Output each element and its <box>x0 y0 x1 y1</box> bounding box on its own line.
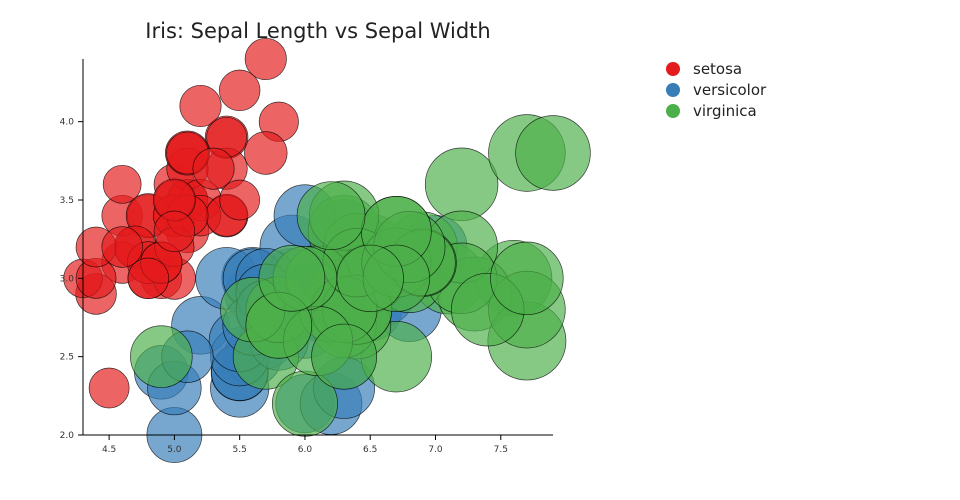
y-axis-ticks: 2.0 2.5 3.0 3.5 4.0 <box>60 118 83 441</box>
bubble-setosa-49[interactable] <box>153 210 196 253</box>
series-virginica <box>130 114 591 437</box>
bubble-setosa-45[interactable] <box>127 257 169 300</box>
x-tick-label: 5.0 <box>167 445 182 455</box>
legend-marker-virginica <box>666 104 680 118</box>
x-tick-label: 5.5 <box>233 445 247 455</box>
bubble-layer <box>63 37 591 463</box>
bubble-virginica-46[interactable] <box>311 323 378 390</box>
bubble-setosa-22[interactable] <box>102 164 142 204</box>
bubble-setosa-15[interactable] <box>244 37 287 81</box>
bubble-setosa-18[interactable] <box>244 131 288 175</box>
y-tick-label: 3.0 <box>60 274 75 284</box>
legend: setosa versicolor virginica <box>666 60 767 120</box>
series-setosa <box>63 37 299 409</box>
bubble-setosa-36[interactable] <box>219 179 261 221</box>
bubble-setosa-48[interactable] <box>192 147 235 190</box>
bubble-virginica-9[interactable] <box>424 147 499 222</box>
x-tick-label: 6.0 <box>298 445 313 455</box>
bubble-virginica-6[interactable] <box>130 325 193 388</box>
bubble-virginica-31[interactable] <box>515 115 591 191</box>
bubble-virginica-47[interactable] <box>336 244 404 312</box>
chart-title: Iris: Sepal Length vs Sepal Width <box>145 19 490 43</box>
legend-item-virginica[interactable]: virginica <box>666 102 757 120</box>
y-tick-label: 3.5 <box>60 196 74 206</box>
bubble-virginica-48[interactable] <box>296 181 366 250</box>
bubble-setosa-32[interactable] <box>179 84 222 128</box>
x-axis-ticks: 4.5 5.0 5.5 6.0 6.5 7.0 7.5 <box>102 435 508 455</box>
legend-marker-versicolor <box>666 83 680 97</box>
bubble-virginica-35[interactable] <box>490 241 564 316</box>
x-tick-label: 7.0 <box>428 445 443 455</box>
bubble-setosa-33[interactable] <box>218 69 261 112</box>
legend-label-versicolor: versicolor <box>693 81 767 99</box>
x-tick-label: 6.5 <box>363 445 377 455</box>
y-tick-label: 4.0 <box>60 118 75 128</box>
bubble-setosa-47[interactable] <box>101 226 143 268</box>
legend-marker-setosa <box>666 62 680 76</box>
legend-label-setosa: setosa <box>693 60 742 78</box>
y-tick-label: 2.0 <box>60 431 75 441</box>
y-tick-label: 2.5 <box>60 353 74 363</box>
x-tick-label: 7.5 <box>494 445 508 455</box>
x-tick-label: 4.5 <box>102 445 116 455</box>
legend-item-versicolor[interactable]: versicolor <box>666 81 767 99</box>
bubble-setosa-41[interactable] <box>88 367 130 409</box>
legend-item-setosa[interactable]: setosa <box>666 60 742 78</box>
bubble-virginica-49[interactable] <box>258 245 326 312</box>
legend-label-virginica: virginica <box>693 102 757 120</box>
